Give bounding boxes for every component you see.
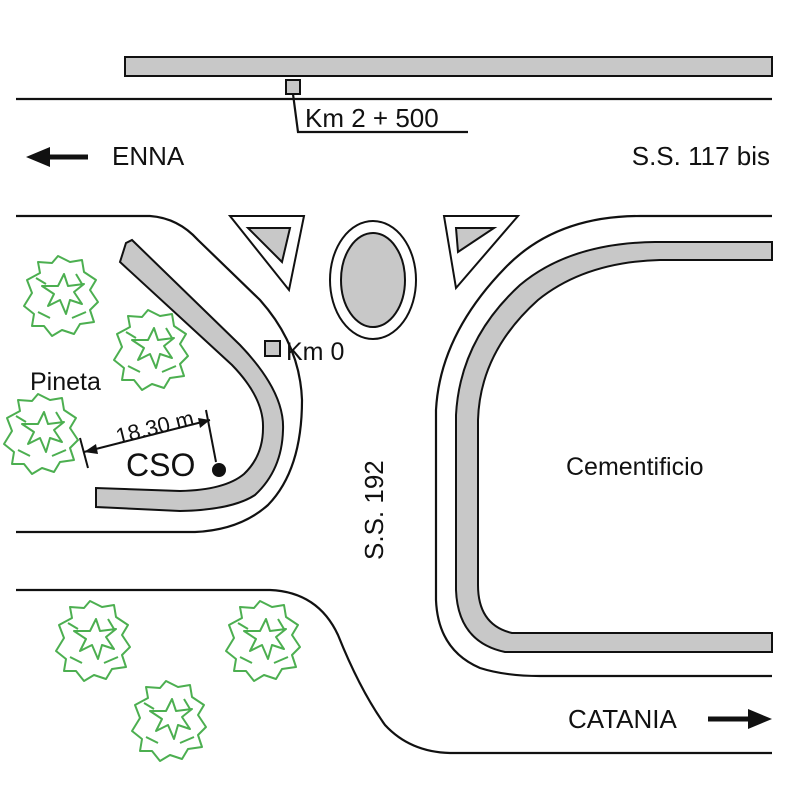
arrow-left-icon xyxy=(26,147,88,167)
pineta-label: Pineta xyxy=(30,368,101,396)
island-center xyxy=(329,220,417,340)
km-0-marker xyxy=(264,340,281,357)
enna-label: ENNA xyxy=(112,141,185,171)
top-kerb xyxy=(124,56,773,77)
lower-left-edge xyxy=(16,588,772,755)
ss117-label: S.S. 117 bis xyxy=(632,141,770,171)
tree-icon xyxy=(23,255,99,337)
cso-label: CSO xyxy=(126,447,195,483)
ss192-label: S.S. 192 xyxy=(359,460,389,560)
km-0-label: Km 0 xyxy=(286,338,344,366)
station-dot-icon xyxy=(212,463,226,477)
tree-icon xyxy=(113,309,189,391)
distance-label: 18.30 m xyxy=(113,405,196,448)
left-kerb xyxy=(95,238,285,513)
island-right xyxy=(442,215,521,291)
tree-icon xyxy=(3,393,79,475)
island-left xyxy=(227,215,306,293)
km-2-500-marker xyxy=(285,79,301,95)
catania-label: CATANIA xyxy=(568,704,677,734)
km-2-500-label: Km 2 + 500 xyxy=(305,103,439,133)
tree-icon xyxy=(131,680,207,762)
arrow-right-icon xyxy=(708,709,772,729)
tree-icon xyxy=(55,600,131,682)
left-block-edge xyxy=(16,214,304,534)
right-kerb xyxy=(455,241,773,653)
distance-dimension xyxy=(79,409,217,469)
right-block-edge xyxy=(434,214,772,678)
tree-icon xyxy=(225,600,301,682)
km-2-500-leader xyxy=(291,93,468,134)
cementificio-label: Cementificio xyxy=(566,453,704,481)
